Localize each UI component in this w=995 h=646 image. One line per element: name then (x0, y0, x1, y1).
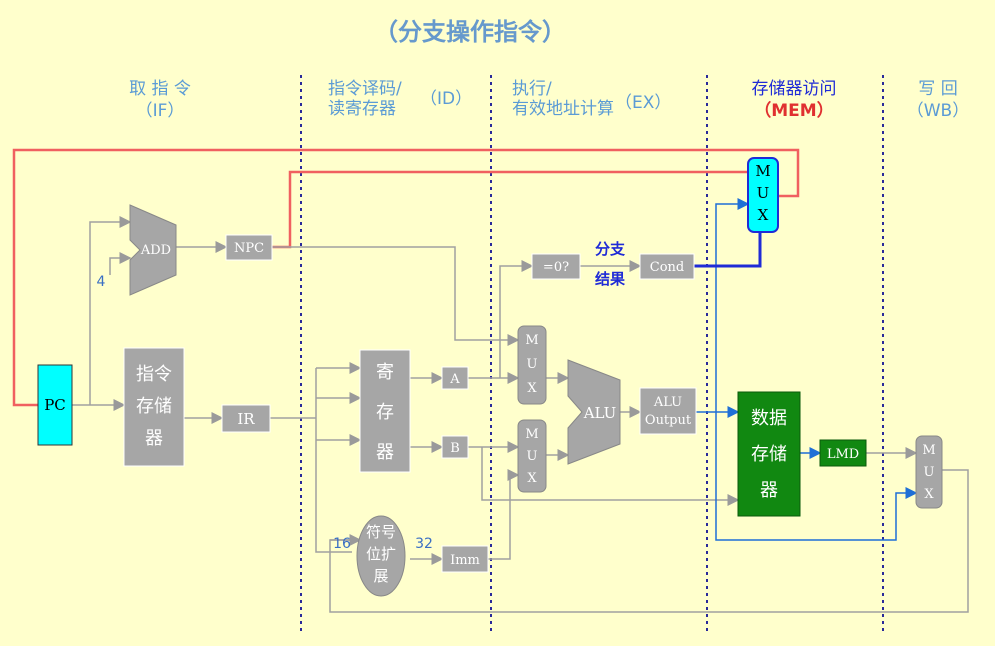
pc-label: PC (44, 396, 66, 414)
alu-label: ALU (583, 404, 617, 422)
a-register (441, 366, 469, 390)
sign-ext-line3: 展 (373, 567, 388, 585)
data-mem-line3: 器 (760, 480, 778, 501)
imm-register (441, 545, 489, 573)
stage-ex-abbr: （EX） (615, 93, 671, 113)
npc-label: NPC (234, 241, 264, 256)
data-mem-line2: 存储 (751, 444, 787, 465)
instruction-memory (123, 347, 185, 467)
stage-mem-name: 存储器访问 (752, 79, 837, 99)
npc-register (225, 234, 273, 261)
branch-result-line1: 分支 (595, 240, 626, 258)
sign-ext-line1: 符号 (366, 523, 396, 541)
add-label: ADD (140, 243, 171, 258)
stage-if-name: 取 指 令 (129, 79, 191, 99)
imm-label: Imm (450, 553, 480, 568)
ex-mux-bottom-u: U (527, 449, 538, 464)
zero-test-unit (531, 253, 581, 280)
stage-id-name2: 读寄存器 (328, 99, 396, 119)
stage-id-name: 指令译码/ (328, 79, 402, 99)
cond-label: Cond (650, 260, 684, 275)
register-file (359, 349, 411, 473)
regs-line1: 寄 (376, 362, 394, 383)
alu-unit (567, 359, 621, 465)
data-memory (737, 391, 801, 517)
lmd-register (819, 439, 867, 467)
diagram-subtitle: （分支操作指令） (374, 18, 566, 46)
ex-mux-bottom-m: M (525, 427, 538, 442)
stage-ex-name2: 有效地址计算 (512, 99, 614, 119)
instr-mem-line2: 存储 (136, 396, 172, 417)
pc-mux-u: U (757, 184, 770, 202)
alu-output-line1: ALU (653, 395, 682, 410)
stage-wb-name: 写 回 (918, 79, 957, 99)
instr-mem-line1: 指令 (136, 364, 172, 385)
instr-mem-line3: 器 (145, 428, 163, 449)
width-32: 32 (415, 536, 433, 552)
wb-mux-x: X (924, 487, 934, 502)
blue-wires (696, 198, 918, 541)
alu-output-line2: Output (645, 413, 692, 428)
regs-line2: 存 (376, 402, 394, 423)
gray-wires (72, 216, 969, 613)
b-label: B (450, 441, 460, 456)
stage-mem-abbr: （MEM） (754, 100, 833, 121)
pc-mux-m: M (755, 162, 770, 180)
ex-mux-top-u: U (527, 357, 538, 372)
wb-mux-u: U (924, 465, 935, 480)
cond-register (639, 253, 695, 280)
a-label: A (449, 372, 460, 387)
stage-id-abbr: （ID） (420, 89, 472, 109)
pc-register (37, 364, 73, 446)
stage-wb-abbr: （WB） (907, 101, 969, 121)
stage-if-abbr: （IF） (136, 101, 185, 121)
constant-four: 4 (97, 274, 106, 290)
alu-output-register (639, 387, 697, 435)
wb-mux (915, 435, 943, 509)
branch-result-line2: 结果 (595, 270, 626, 288)
ex-mux-top-x: X (527, 381, 537, 396)
b-register (441, 435, 469, 459)
sign-ext-line2: 位扩 (366, 545, 396, 563)
pc-mux-x: X (758, 206, 769, 224)
data-mem-line1: 数据 (751, 408, 787, 429)
width-16: 16 (333, 536, 351, 552)
ex-mux-bottom-x: X (527, 471, 537, 486)
sign-extend-unit (356, 515, 406, 597)
zero-test-label: =0? (543, 260, 569, 275)
stage-ex-name: 执行/ (512, 79, 552, 99)
ex-mux-top (517, 325, 547, 405)
wb-mux-m: M (922, 443, 935, 458)
ir-register (221, 404, 271, 433)
lmd-label: LMD (827, 447, 859, 462)
branch-cond-path (694, 232, 762, 268)
ir-label: IR (237, 410, 255, 428)
ex-mux-top-m: M (525, 333, 538, 348)
stage-dividers (300, 75, 884, 635)
regs-line3: 器 (376, 442, 394, 463)
add-unit (129, 204, 177, 296)
pc-select-mux (747, 157, 779, 233)
ex-mux-bottom (517, 419, 547, 493)
